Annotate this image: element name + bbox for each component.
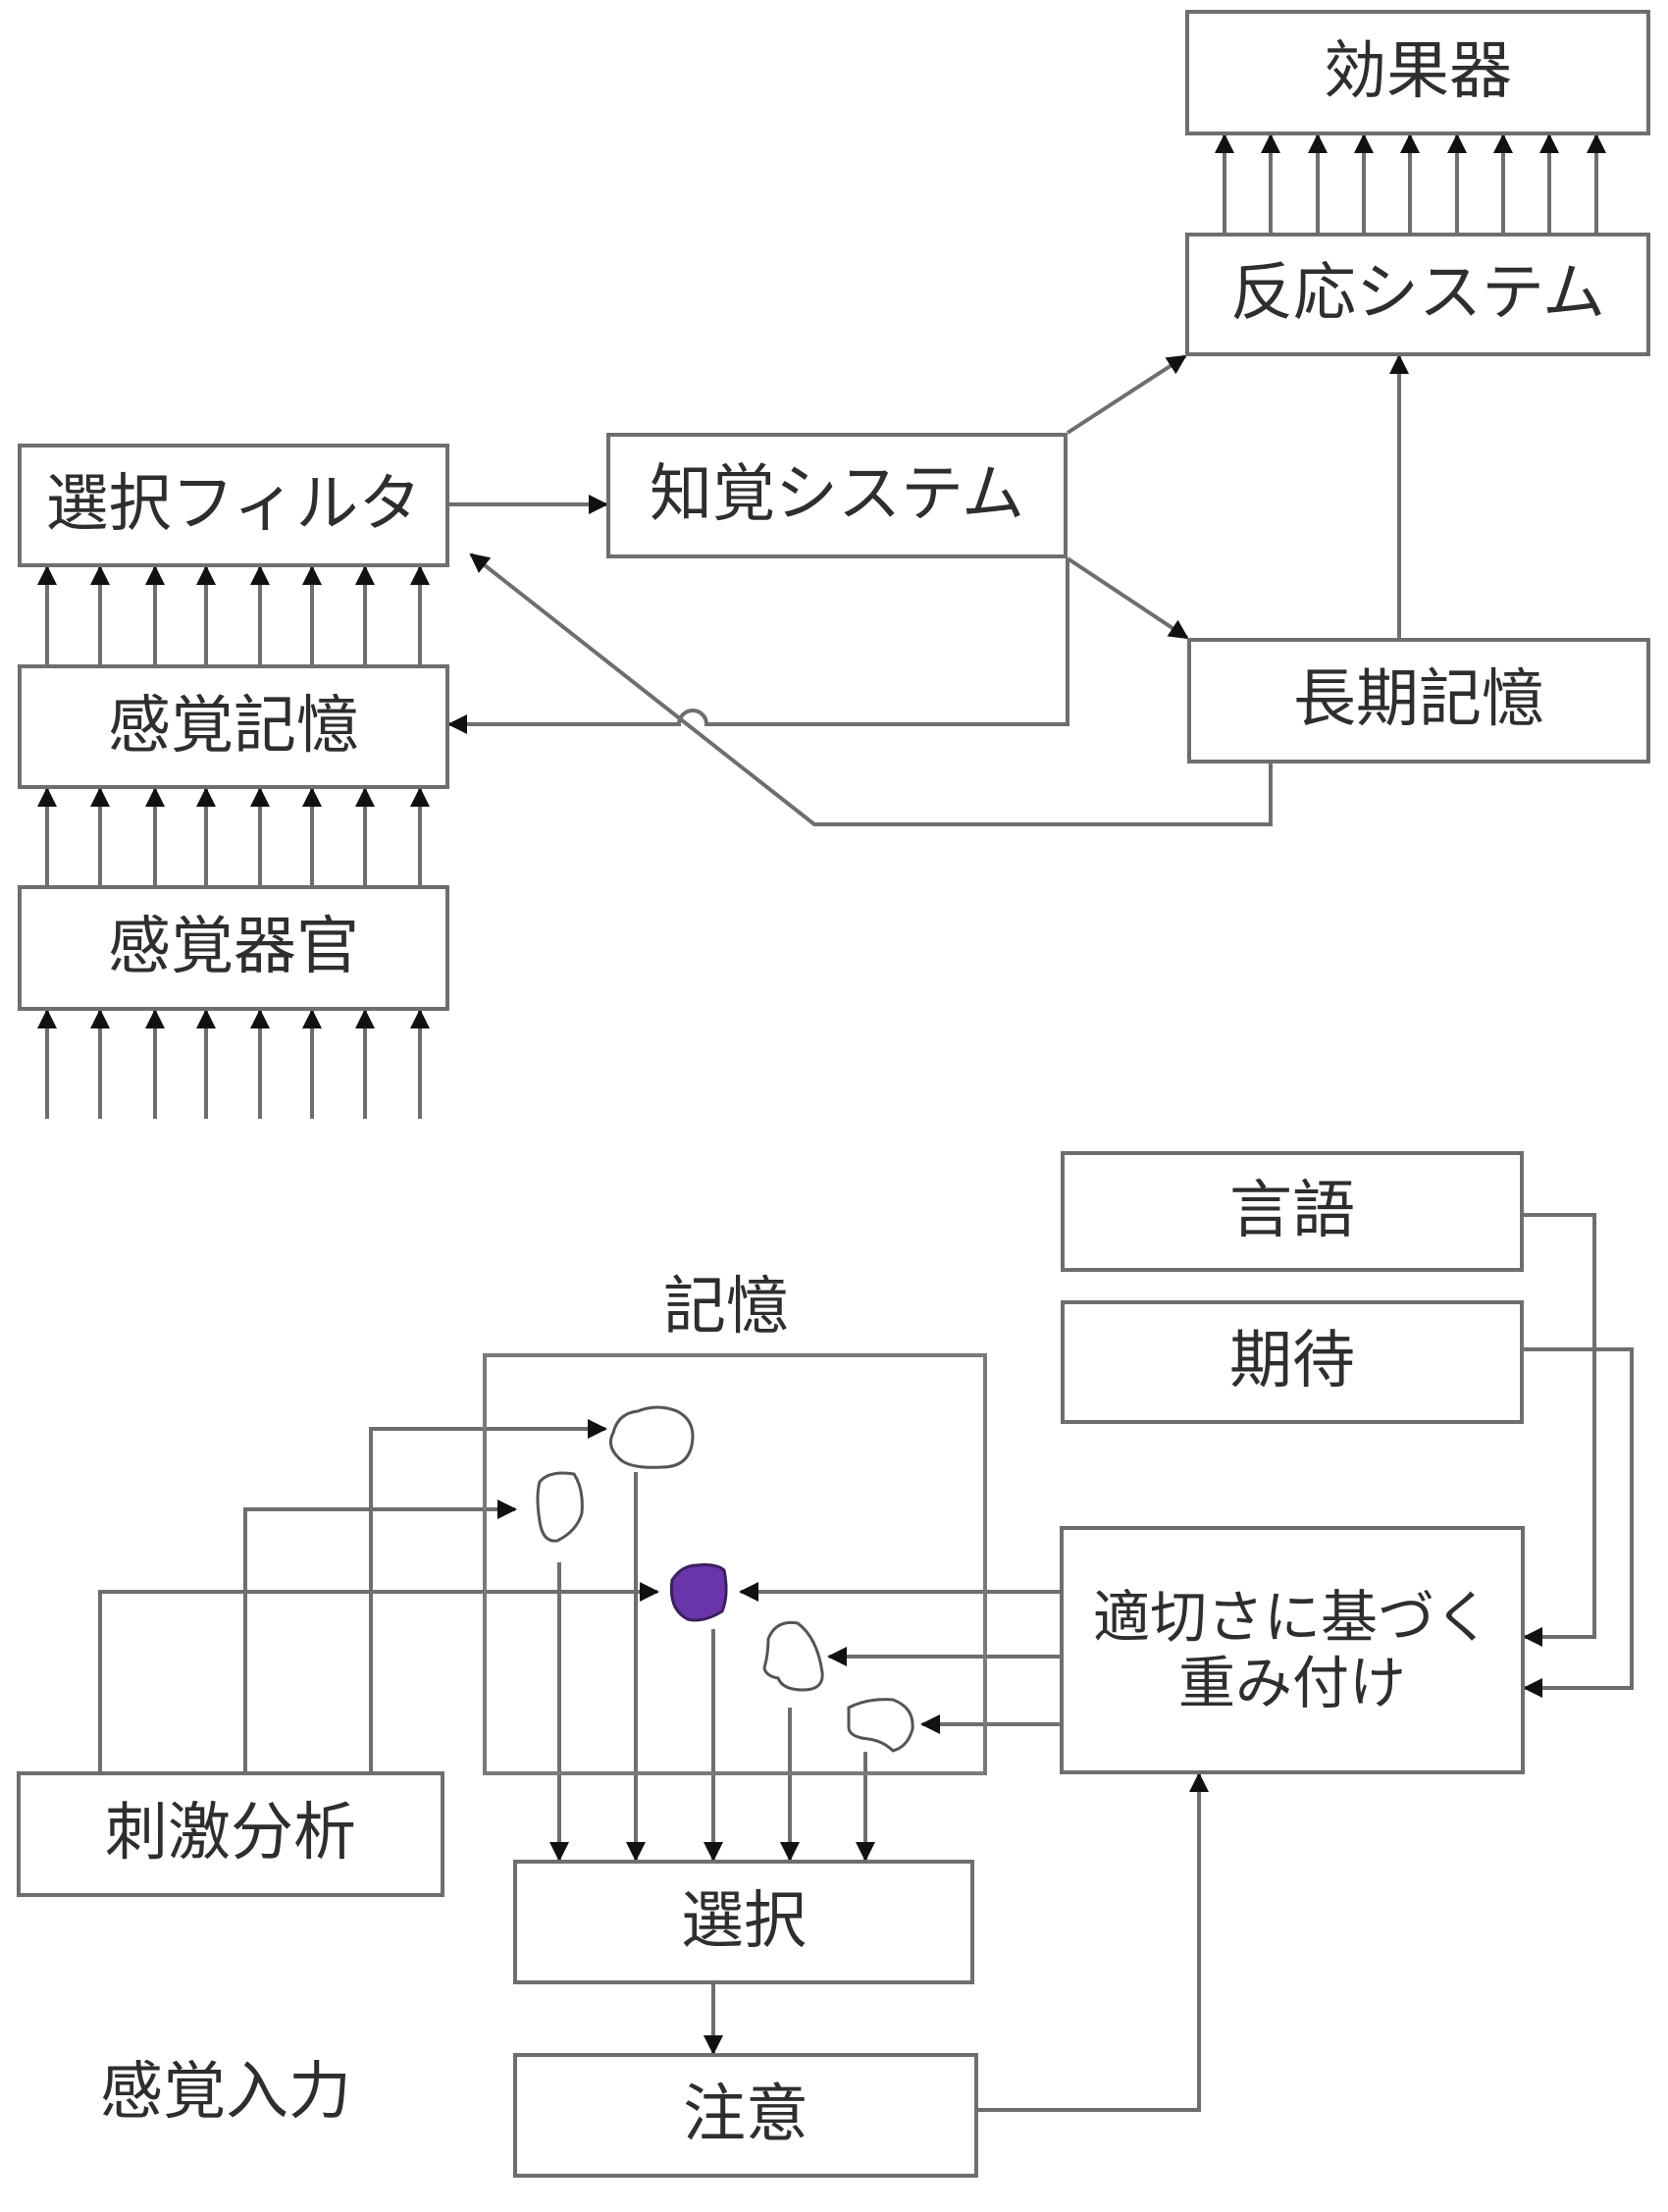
relevance-weighting-box: 適切さに基づく 重み付け	[1060, 1526, 1525, 1774]
arrow-perceptual-to-response	[1066, 354, 1187, 435]
memory-container	[483, 1353, 987, 1775]
arrow-perceptual-to-ltm	[1066, 556, 1189, 640]
relevance-weighting-line-2: 重み付け	[1177, 1649, 1406, 1716]
arrow-ltm-to-filter	[469, 553, 1273, 826]
memory-label: 記憶	[663, 1271, 789, 1343]
selection-box: 選択	[513, 1860, 974, 1984]
relevance-weighting-line-1: 適切さに基づく	[1092, 1583, 1491, 1651]
selective-filter-box: 選択フィルタ	[18, 444, 449, 567]
effector-box: 効果器	[1185, 10, 1650, 135]
memory-node-2	[536, 1471, 584, 1543]
sense-organs-box: 感覚器官	[18, 885, 449, 1011]
sensory-input-label: 感覚入力	[100, 2056, 351, 2129]
arrow-expectation-to-weighting	[1523, 1347, 1634, 1698]
perceptual-system-box: 知覚システム	[606, 433, 1068, 558]
stimulus-analysis-box: 刺激分析	[17, 1771, 444, 1897]
memory-node-1	[608, 1405, 695, 1469]
arrow-language-to-weighting	[1523, 1213, 1596, 1647]
expectation-box: 期待	[1061, 1300, 1524, 1424]
arrow-attention-to-weighting	[978, 1772, 1209, 2112]
long-term-memory-box: 長期記憶	[1187, 638, 1650, 764]
memory-node-5	[847, 1698, 914, 1753]
arrow-analysis-to-node-3	[98, 1582, 659, 1771]
arrow-perceptual-to-sensory-memory	[447, 558, 1069, 734]
memory-node-4	[762, 1620, 824, 1692]
response-system-box: 反応システム	[1185, 233, 1650, 356]
arrow-analysis-to-node-2	[243, 1500, 517, 1771]
arrow-analysis-to-node-1	[369, 1419, 607, 1771]
attention-box: 注意	[513, 2053, 978, 2178]
language-box: 言語	[1061, 1151, 1524, 1272]
memory-node-3	[669, 1563, 728, 1622]
sensory-memory-box: 感覚記憶	[18, 664, 449, 789]
